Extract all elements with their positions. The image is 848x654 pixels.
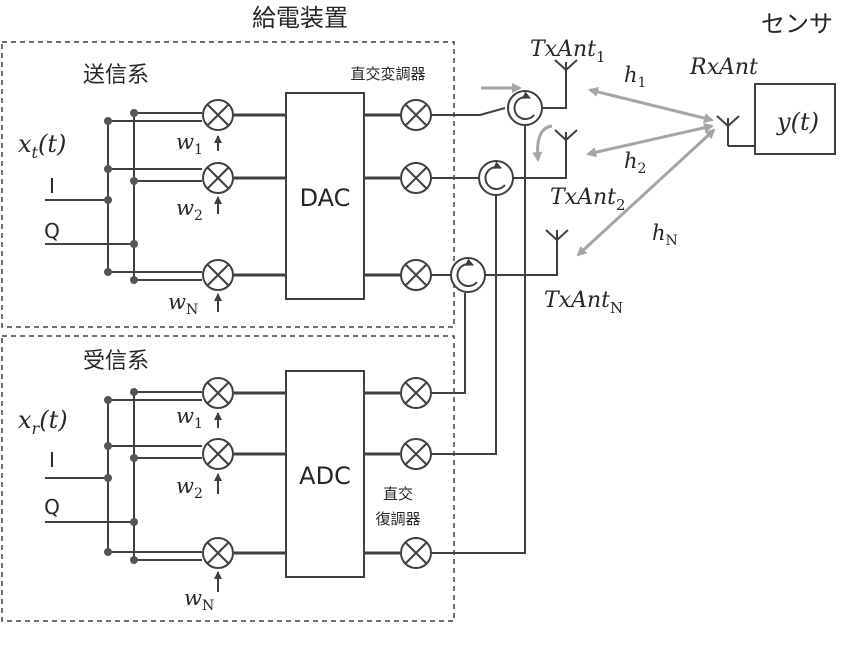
tx-antenna-2-label: TxAnt2 xyxy=(550,185,626,214)
junction-dot xyxy=(130,388,138,396)
rx-antenna-label: RxAnt xyxy=(689,55,758,80)
circ-to-txant-2 xyxy=(513,158,567,179)
channel-h1-label: h1 xyxy=(624,63,646,91)
tx-antenna-1 xyxy=(554,59,578,88)
rx-weight-label-n: wN xyxy=(184,586,214,614)
tx-mixer-1 xyxy=(202,99,234,131)
rx-demodulator-n xyxy=(400,537,432,569)
rx-feed-line-1 xyxy=(431,126,526,554)
channel-h2-label: h2 xyxy=(624,149,646,177)
rx-mixer-2 xyxy=(202,438,234,470)
rx-system-box xyxy=(1,335,455,622)
circulator-n xyxy=(450,257,486,293)
circ-to-txant-1 xyxy=(542,88,567,109)
adc-block xyxy=(285,370,365,578)
channel-ray-n xyxy=(576,128,716,257)
tx-q-label: Q xyxy=(44,219,60,243)
rx-q-label: Q xyxy=(44,495,60,519)
junction-dot xyxy=(130,177,138,185)
dac-label: DAC xyxy=(300,184,351,212)
rx-feed-line-2 xyxy=(431,196,497,455)
tx-antenna-n xyxy=(545,229,569,252)
tx-mixer-n xyxy=(202,259,234,291)
rx-demodulator-2 xyxy=(400,438,432,470)
junction-dot xyxy=(104,548,112,556)
junction-dot xyxy=(104,117,112,125)
feeder-title: 給電装置 xyxy=(252,4,348,32)
rx-demodulator-1 xyxy=(400,377,432,409)
junction-dot xyxy=(130,556,138,564)
rx-mixer-n xyxy=(202,537,234,569)
tx-system-label: 送信系 xyxy=(83,63,149,88)
junction-dot xyxy=(130,518,138,526)
junction-dot xyxy=(130,109,138,117)
tx-input-signal-label: xt(t) xyxy=(18,130,66,162)
tx-antenna-1-label: TxAnt1 xyxy=(530,37,606,66)
junction-dot xyxy=(130,454,138,462)
demodulator-label-line2: 復調器 xyxy=(375,510,420,528)
rx-mixer-1 xyxy=(202,377,234,409)
feed-lines xyxy=(431,107,526,554)
junction-dot xyxy=(104,474,112,482)
rx-weight-label-1: w1 xyxy=(176,404,203,432)
circulator-1 xyxy=(507,90,543,126)
tx-mixer-2 xyxy=(202,162,234,194)
tx-system: 送信系 直交変調器 xt(t) I Q xyxy=(18,63,432,318)
rx-feed-line-n xyxy=(431,293,466,394)
junction-dot xyxy=(104,442,112,450)
rx-system-label: 受信系 xyxy=(83,349,149,374)
tx-antenna-n-label: TxAntN xyxy=(544,288,623,317)
tx-antenna-2 xyxy=(554,129,578,158)
junction-dot xyxy=(104,268,112,276)
signal-flow-arrow-out xyxy=(532,124,553,162)
tx-modulator-2 xyxy=(400,162,432,194)
adc-label: ADC xyxy=(299,462,351,490)
modulator-label: 直交変調器 xyxy=(350,65,425,83)
demodulator-label-line1: 直交 xyxy=(383,485,413,503)
rx-system: 受信系 直交 復調器 xr(t) I Q w1 w2 wN xyxy=(18,349,432,614)
junction-dot xyxy=(104,165,112,173)
tx-i-label: I xyxy=(49,174,55,198)
rx-weight-label-2: w2 xyxy=(176,474,203,502)
tx-weight-label-n: wN xyxy=(168,290,198,318)
channel-hn-label: hN xyxy=(652,221,678,249)
rx-input-signal-label: xr(t) xyxy=(18,406,68,438)
circ-to-txant-n xyxy=(485,252,558,276)
tx-modulator-n xyxy=(400,259,432,291)
junction-dot xyxy=(104,196,112,204)
circulator-2 xyxy=(478,160,514,196)
rx-i-label: I xyxy=(49,448,55,472)
channel-ray-1 xyxy=(588,87,714,123)
tx-weight-label-1: w1 xyxy=(176,130,203,158)
sensor-output-label: y(t) xyxy=(776,108,819,136)
tx-system-box xyxy=(1,41,455,328)
junction-dot xyxy=(104,396,112,404)
junction-dot xyxy=(130,240,138,248)
tx-weight-label-2: w2 xyxy=(176,196,203,224)
tx-modulator-1 xyxy=(400,99,432,131)
dac-block xyxy=(285,92,365,300)
sensor-title: センサ xyxy=(761,10,833,38)
junction-dot xyxy=(130,276,138,284)
sensor-block xyxy=(754,83,836,155)
tx-feed-line-1 xyxy=(431,107,506,116)
